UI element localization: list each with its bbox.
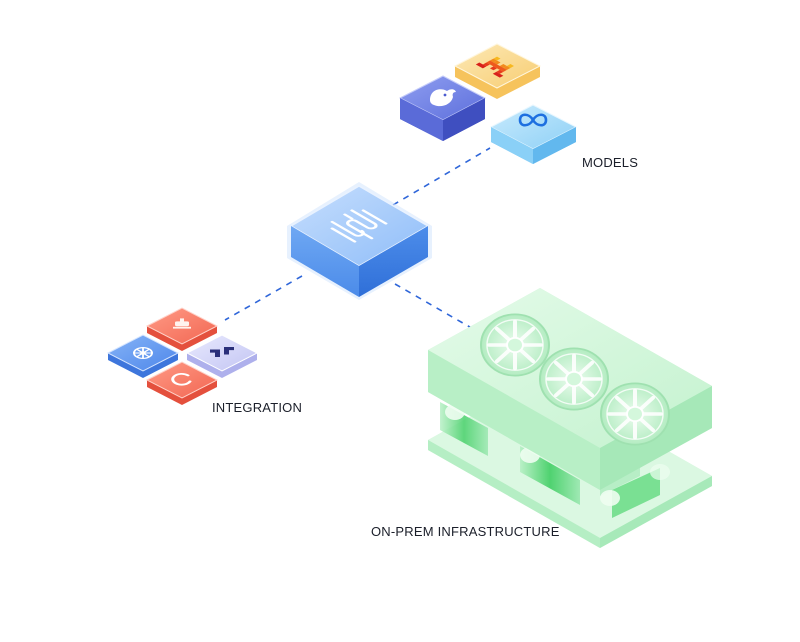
connector-integration xyxy=(224,275,303,321)
integration-crane-tile xyxy=(145,307,219,351)
infrastructure-label: ON-PREM INFRASTRUCTURE xyxy=(371,524,560,539)
infrastructure-server xyxy=(428,288,712,548)
integration-kubernetes-tile xyxy=(106,334,180,378)
kubernetes-icon xyxy=(133,346,153,360)
model-meta-tile xyxy=(489,104,578,164)
connector-models xyxy=(392,147,491,206)
fan-icon xyxy=(600,382,670,446)
fan-icon xyxy=(480,313,550,377)
model-deepseek-tile xyxy=(398,75,487,141)
connectors xyxy=(224,147,491,331)
crane-icon xyxy=(173,318,191,329)
integration-cluster xyxy=(106,307,259,405)
hub-cube xyxy=(287,182,432,300)
model-mistral-tile xyxy=(453,43,542,99)
fan-icon xyxy=(539,347,609,411)
circle-arrow-icon xyxy=(171,373,192,386)
integration-icon xyxy=(210,347,234,357)
meta-icon xyxy=(518,113,548,127)
integration-circle-tile xyxy=(145,361,219,405)
logo-icon xyxy=(330,209,388,243)
models-cluster xyxy=(398,43,578,164)
models-label: MODELS xyxy=(582,155,639,170)
integration-purple-tile xyxy=(185,334,259,378)
connector-infrastructure xyxy=(394,283,476,331)
integration-label: INTEGRATION xyxy=(212,400,303,415)
deepseek-whale-icon xyxy=(430,89,456,107)
